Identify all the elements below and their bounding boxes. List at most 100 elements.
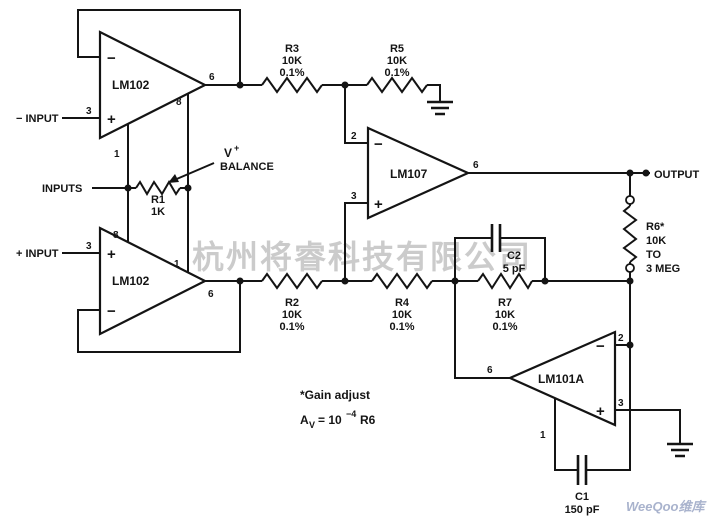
junction-dot (541, 277, 549, 285)
opamp-main: − + LM107 2 3 6 (351, 126, 479, 220)
balance-label: BALANCE (220, 161, 274, 173)
gain-formula-r6: R6 (360, 413, 376, 427)
resistor-ref: R4 (395, 297, 410, 309)
balance-adjust: V + BALANCE (168, 143, 274, 183)
junction-dot (642, 169, 650, 177)
opamp-triangle (98, 226, 208, 336)
resistor-r5: R5 10K 0.1% (366, 43, 428, 94)
pin-label-6: 6 (208, 289, 214, 300)
resistor-ref: R1 (151, 194, 165, 206)
wire-lm107-pin3 (344, 202, 368, 281)
junction-dot (184, 184, 192, 192)
noninverting-input-mark: + (107, 246, 116, 263)
wire-op1-pin-drops (127, 94, 189, 188)
noninverting-input-mark: + (374, 196, 383, 213)
junction-dot (341, 81, 349, 89)
capacitor-plates (576, 455, 588, 485)
resistor-ref: R7 (498, 297, 512, 309)
resistor-value: 10K (387, 55, 407, 67)
opamp-name: LM102 (112, 274, 150, 288)
resistor-r2: R2 10K 0.1% (261, 272, 323, 333)
resistor-zigzag (371, 272, 433, 290)
pin-label-8: 8 (176, 97, 182, 108)
pin-label-6: 6 (473, 160, 479, 171)
capacitor-value: 5 pF (503, 263, 526, 275)
resistor-value: 10K (646, 235, 666, 247)
inputs-label: INPUTS (42, 183, 82, 195)
gain-formula-a: A (300, 413, 309, 427)
opamp-triangle (366, 126, 471, 220)
wire-lm101a-output (454, 281, 510, 379)
capacitor-c2: C2 5 pF (490, 224, 526, 275)
gain-formula-subscript: V (309, 420, 315, 430)
inverting-input-mark: − (107, 303, 116, 320)
output-label: OUTPUT (654, 169, 700, 181)
wires (62, 9, 681, 471)
opamp-triangle (98, 30, 208, 140)
junction-dots (124, 81, 650, 349)
resistor-zigzag (261, 76, 323, 94)
junction-dot (236, 81, 244, 89)
resistor-zigzag (366, 76, 428, 94)
noninverting-input-mark: + (596, 403, 605, 420)
noninverting-input-mark: + (107, 111, 116, 128)
inverting-input-mark: − (374, 136, 383, 153)
resistor-tolerance: 0.1% (384, 67, 409, 79)
ground-icon (427, 100, 453, 116)
junction-dot (626, 341, 634, 349)
ground-symbol-top (427, 100, 453, 116)
opamp-buffer-bottom: + − LM102 3 8 1 6 (86, 226, 214, 336)
opamp-name: LM101A (538, 372, 584, 386)
wire-c1-branch (554, 345, 631, 471)
resistor-ref: R2 (285, 297, 299, 309)
terminal-circle-bottom (625, 263, 635, 273)
pin-label-2: 2 (351, 131, 357, 142)
wire-lm107-pin2 (344, 85, 368, 144)
pin-label-1: 1 (174, 259, 180, 270)
pin-label-2: 2 (618, 333, 624, 344)
junction-dot (124, 184, 132, 192)
gain-note: *Gain adjust A V = 10 −4 R6 (300, 388, 376, 430)
pin-label-3: 3 (351, 191, 357, 202)
ground-symbol-bottom (667, 442, 693, 458)
pin-label-8: 8 (113, 230, 119, 241)
pin-label-3: 3 (86, 106, 92, 117)
v-plus-superscript: + (234, 143, 239, 153)
junction-dot (626, 277, 634, 285)
gain-formula-exponent: −4 (346, 409, 356, 419)
resistor-value: 10K (282, 55, 302, 67)
capacitor-value: 150 pF (565, 504, 600, 516)
resistor-r1: R1 1K (135, 180, 181, 218)
wire-lm101a-pin3 (615, 409, 681, 444)
resistor-value: 10K (495, 309, 515, 321)
resistor-ref: R3 (285, 43, 299, 55)
pin-label-6: 6 (487, 365, 493, 376)
resistor-value: 10K (282, 309, 302, 321)
resistor-zigzag (477, 272, 533, 290)
capacitor-ref: C1 (575, 491, 589, 503)
resistor-range-max: 3 MEG (646, 263, 680, 275)
junction-dot (341, 277, 349, 285)
resistor-tolerance: 0.1% (492, 321, 517, 333)
pin-label-1: 1 (540, 430, 546, 441)
junction-dot (451, 277, 459, 285)
plus-input-label: + INPUT (16, 248, 59, 260)
resistor-ref: R6* (646, 221, 665, 233)
resistor-r4: R4 10K 0.1% (371, 272, 433, 333)
wire-op2-feedback-loop (77, 281, 241, 353)
resistor-zigzag (622, 205, 638, 263)
terminal-circle-top (625, 195, 635, 205)
adjust-arrowhead-icon (168, 174, 179, 183)
watermark-center: 杭州将睿科技有限公司 (192, 239, 532, 275)
opamp-name: LM107 (390, 167, 428, 181)
resistor-ref: R5 (390, 43, 404, 55)
opamp-buffer-top: − + LM102 6 8 3 1 (86, 30, 215, 160)
inverting-input-mark: − (596, 338, 605, 355)
resistor-zigzag (261, 272, 323, 290)
resistor-tolerance: 0.1% (389, 321, 414, 333)
junction-dot (626, 169, 634, 177)
resistor-tolerance: 0.1% (279, 321, 304, 333)
wire-op1-feedback-loop (77, 9, 241, 85)
capacitor-c1: C1 150 pF (565, 455, 600, 516)
